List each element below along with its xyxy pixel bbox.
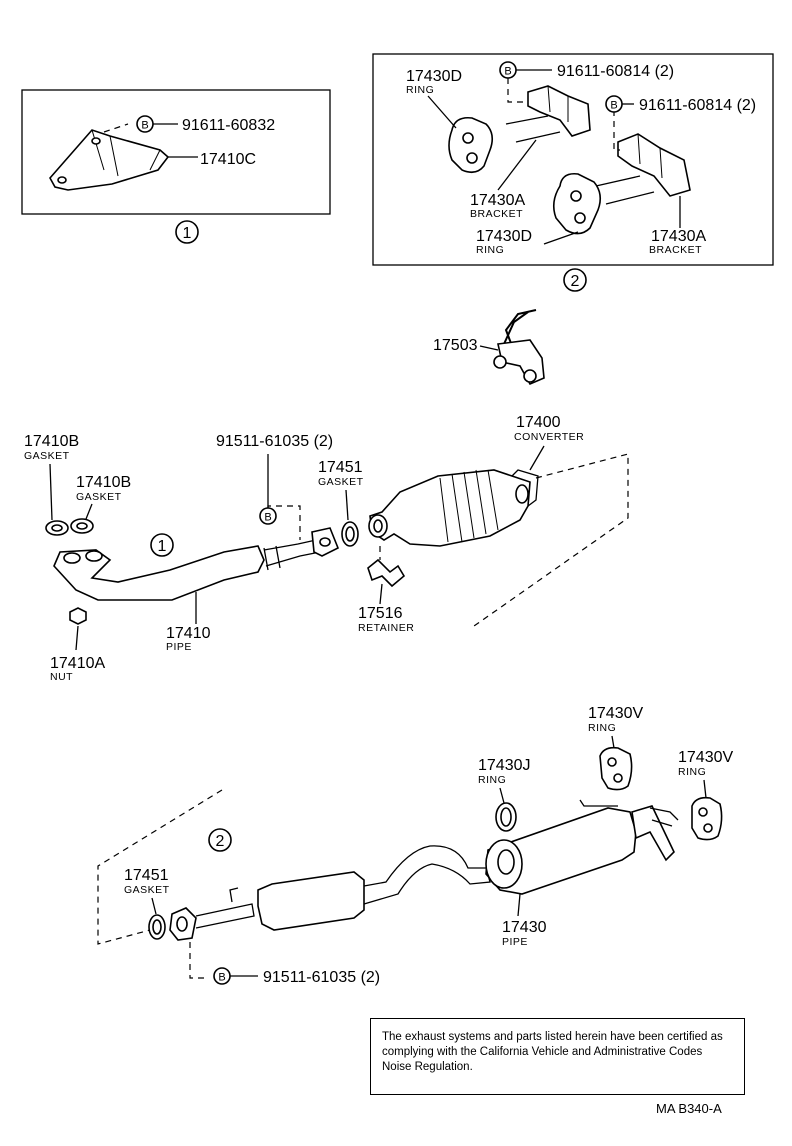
ring-17430d-bottom: [552, 172, 602, 235]
part-17410b-b: 17410B: [76, 474, 131, 491]
diagram-code: MA B340-A: [656, 1101, 722, 1116]
hanger-17503: 17503: [433, 309, 545, 386]
part-91611-60814-a: 91611-60814 (2): [557, 63, 674, 80]
part-17451-front: 17451: [318, 459, 363, 476]
label-ring-bottom: RING: [476, 244, 504, 256]
label-gasket-a: GASKET: [24, 450, 70, 462]
inset-2-frame: [372, 53, 774, 266]
part-17410b-a: 17410B: [24, 433, 79, 450]
bracket-17410c: [49, 129, 170, 191]
rear-section: 2 17451 GASKET 17430 PIPE 17430J RING: [97, 705, 733, 986]
part-17400: 17400: [516, 414, 561, 431]
part-17430j: 17430J: [478, 757, 531, 774]
label-pipe-rear: PIPE: [502, 936, 528, 948]
front-pipe-17410: [53, 545, 265, 601]
part-17430a-mid: 17430A: [470, 192, 525, 209]
part-17410: 17410: [166, 625, 211, 642]
label-retainer: RETAINER: [358, 622, 414, 634]
part-17430v-top: 17430V: [588, 705, 643, 722]
retainer-17516: [367, 558, 406, 588]
ring-17430v-right: [691, 796, 723, 841]
part-17410c: 17410C: [200, 151, 256, 168]
bolt-symbol-label-2b: B: [610, 100, 617, 112]
label-gasket-b: GASKET: [76, 491, 122, 503]
part-91511-61035-rear: 91511-61035 (2): [263, 969, 380, 986]
part-91511-61035-front: 91511-61035 (2): [216, 433, 333, 450]
inset-2: B 91611-60814 (2) B 91611-60814 (2) 1743…: [372, 53, 774, 292]
part-17503: 17503: [433, 337, 478, 354]
front-section: 17410B GASKET 17410B GASKET 1 17410 PIPE…: [24, 414, 629, 683]
label-pipe-front: PIPE: [166, 641, 192, 653]
certification-note: The exhaust systems and parts listed her…: [370, 1018, 745, 1095]
ring-17430d-top: [448, 116, 494, 174]
part-17430: 17430: [502, 919, 547, 936]
inset-2-index: 2: [571, 273, 580, 290]
part-17451-rear: 17451: [124, 867, 169, 884]
part-17430d-bottom: 17430D: [476, 228, 532, 245]
inset-1: B 91611-60832 17410C 1: [21, 89, 331, 244]
ring-17430v-top: [599, 746, 633, 791]
converter-17400: [369, 469, 531, 547]
inset-1-index-circle: [175, 220, 199, 244]
part-17430d-top: 17430D: [406, 68, 462, 85]
part-17430a-right: 17430A: [651, 228, 706, 245]
bolt-symbol-label-rear: B: [218, 972, 225, 984]
bolt-symbol-label: B: [141, 120, 148, 132]
bolt-symbol-label-2a: B: [504, 66, 511, 78]
part-91611-60832: 91611-60832: [182, 117, 275, 134]
label-bracket-right: BRACKET: [649, 244, 702, 256]
label-ring-v-right: RING: [678, 766, 706, 778]
inset-2-index-circle: [563, 268, 587, 292]
inset-1-frame: [21, 89, 331, 215]
inset-1-index: 1: [183, 225, 192, 242]
part-91611-60814-b: 91611-60814 (2): [639, 97, 756, 114]
bracket-17430a-right: [617, 133, 691, 197]
bracket-17430a-mid: [527, 85, 591, 137]
part-17430v-right: 17430V: [678, 749, 733, 766]
nut-17410a: [69, 607, 87, 625]
part-17516: 17516: [358, 605, 403, 622]
label-gasket-front: GASKET: [318, 476, 364, 488]
label-converter: CONVERTER: [514, 431, 584, 443]
rear-index: 2: [216, 833, 225, 850]
label-bracket-mid: BRACKET: [470, 208, 523, 220]
front-index-circle: [150, 533, 174, 557]
resonator: [257, 871, 365, 931]
label-gasket-rear: GASKET: [124, 884, 170, 896]
part-17410a: 17410A: [50, 655, 105, 672]
bolt-symbol-label-front: B: [264, 512, 271, 524]
rear-index-circle: [208, 828, 232, 852]
label-ring-j: RING: [478, 774, 506, 786]
front-index: 1: [158, 538, 167, 555]
label-ring-v-top: RING: [588, 722, 616, 734]
label-nut: NUT: [50, 671, 73, 683]
label-ring-top: RING: [406, 84, 434, 96]
